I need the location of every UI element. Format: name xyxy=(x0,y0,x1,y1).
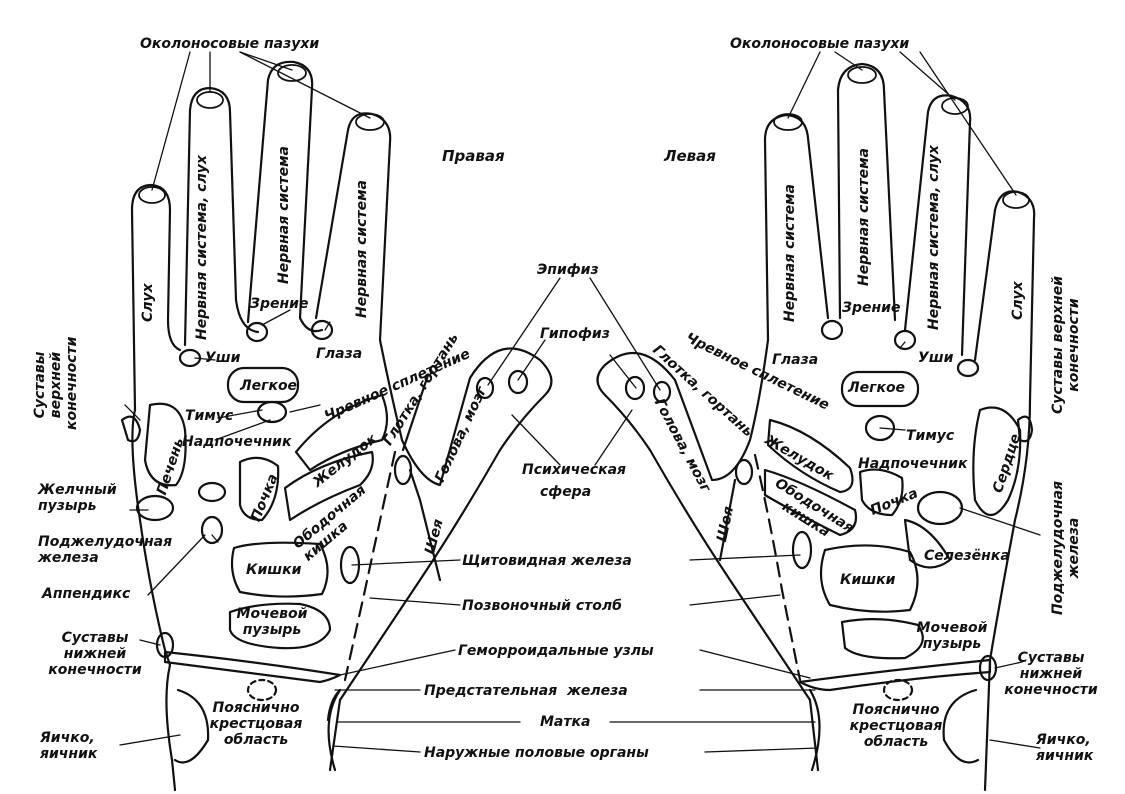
left-hand-outline xyxy=(596,62,1036,792)
label-spine: Позвоночный столб xyxy=(462,598,622,614)
rh-nerve-system-1: Нервная система xyxy=(276,146,292,284)
lh-upper-joints: Суставы верхней конечности xyxy=(1050,275,1082,415)
rh-lumbosacral: Пояснично крестцовая область xyxy=(209,700,303,748)
rh-ears: Уши xyxy=(205,350,241,366)
rh-vision: Зрение xyxy=(250,296,309,312)
lh-vision: Зрение xyxy=(842,300,901,316)
lh-lung: Легкое xyxy=(848,380,906,396)
rh-nerve-hearing-text: Нервная система, слух xyxy=(194,155,210,340)
label-prostate: Предстательная железа xyxy=(424,683,628,699)
label-uterus: Матка xyxy=(540,714,591,730)
lh-lumbosacral: Пояснично крестцовая область xyxy=(849,702,943,750)
label-thyroid: Щитовидная железа xyxy=(462,553,632,569)
lh-lower-joints: Суставы нижней конечности xyxy=(1004,650,1098,698)
rh-gallbladder: Желчный пузырь xyxy=(38,482,117,514)
lh-pancreas: Поджелудочная железа xyxy=(1050,480,1082,616)
lh-eyes: Глаза xyxy=(772,352,819,368)
lh-sinuses: Околоносовые пазухи xyxy=(730,36,910,52)
rh-nerve-hearing: Нервная система, слух xyxy=(194,120,210,340)
label-hypophysis: Гипофиз xyxy=(540,326,610,342)
lh-hearing: Слух xyxy=(1010,281,1026,320)
lh-nerve-hearing: Нервная система, слух xyxy=(926,145,942,330)
rh-bladder: Мочевой пузырь xyxy=(236,606,308,638)
lh-spleen: Селезёнка xyxy=(924,548,1010,564)
rh-thymus: Тимус xyxy=(185,408,234,424)
rh-gonads: Яичко, яичник xyxy=(40,730,98,762)
label-left-hand: Левая xyxy=(664,147,716,165)
rh-intestines: Кишки xyxy=(246,562,302,578)
right-hand-outline xyxy=(120,60,553,792)
rh-eyes: Глаза xyxy=(316,346,363,362)
label-hemorrhoids: Геморроидальные узлы xyxy=(458,643,654,659)
rh-sinuses: Околоносовые пазухи xyxy=(140,36,320,52)
lh-nerve-system-1: Нервная система xyxy=(782,184,798,322)
label-epiphysis: Эпифиз xyxy=(537,262,599,278)
lh-bladder: Мочевой пузырь xyxy=(916,620,988,652)
lh-ears: Уши xyxy=(918,350,954,366)
rh-nerve-system-2: Нервная система xyxy=(354,180,370,318)
rh-lung: Легкое xyxy=(240,378,298,394)
rh-adrenal: Надпочечник xyxy=(182,434,292,450)
lh-thymus: Тимус xyxy=(906,428,955,444)
lh-intestines: Кишки xyxy=(840,572,896,588)
label-right-hand: Правая xyxy=(442,147,505,165)
lh-gonads: Яичко, яичник xyxy=(1036,732,1094,764)
rh-appendix: Аппендикс xyxy=(42,586,131,602)
leader-lines xyxy=(119,51,1041,753)
label-psychic-sphere-2: сфера xyxy=(540,484,592,500)
rh-pancreas: Поджелудочная железа xyxy=(38,534,173,566)
label-genitals: Наружные половые органы xyxy=(424,745,649,761)
rh-hearing: Слух xyxy=(140,283,156,322)
lh-adrenal: Надпочечник xyxy=(858,456,968,472)
rh-upper-joints: Суставы верхней конечности xyxy=(32,336,80,430)
rh-lower-joints: Суставы нижней конечности xyxy=(48,630,142,678)
label-psychic-sphere-1: Психическая xyxy=(522,462,627,478)
lh-nerve-system-2: Нервная система xyxy=(856,148,872,286)
